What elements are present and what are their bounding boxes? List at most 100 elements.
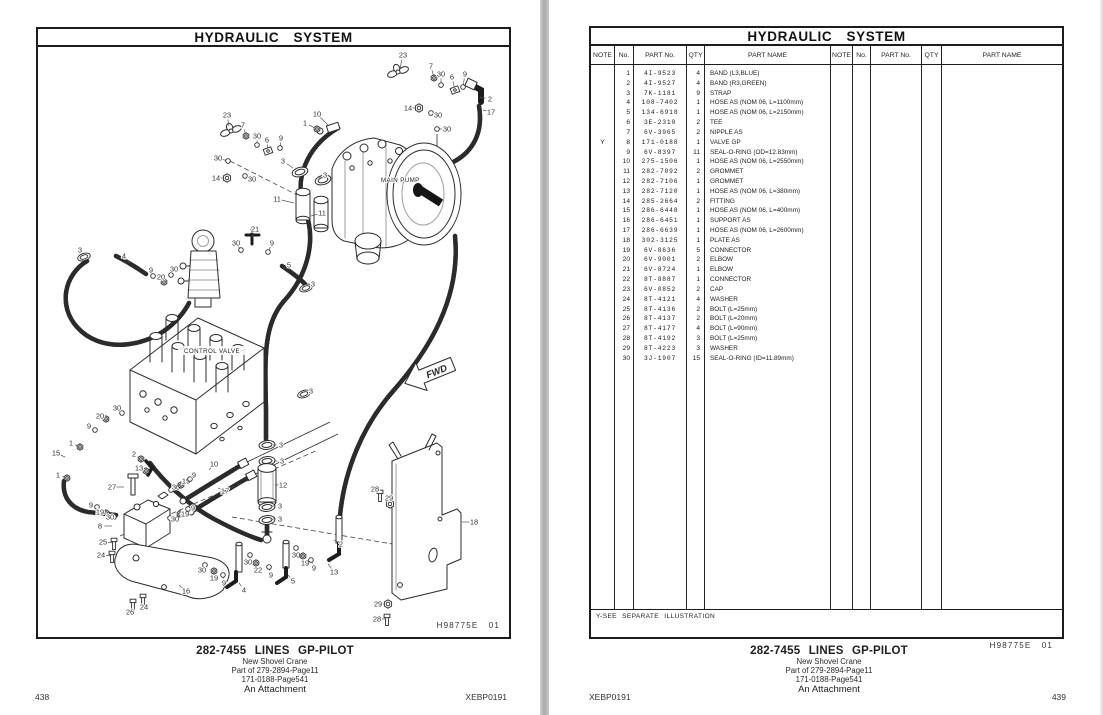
- cell-part: 282-7092: [641, 168, 679, 176]
- part-callout-19: 19: [96, 507, 104, 516]
- cell-note: [591, 79, 614, 89]
- part-callout-21: 21: [251, 224, 259, 233]
- cell-name: BOLT (L=25mm): [710, 334, 758, 342]
- cell-part: 4I-9527: [643, 79, 677, 87]
- cell-name: GROMMET: [710, 168, 744, 176]
- cell-qty: 4: [696, 70, 700, 77]
- cell-note: [591, 206, 614, 216]
- cell-qty: 1: [696, 177, 700, 185]
- part-callout-30: 30: [232, 238, 240, 247]
- part-callout-7: 7: [429, 61, 433, 70]
- part-callout-1: 1: [56, 470, 60, 479]
- cell-qty: 3: [696, 334, 700, 342]
- cell-note: [591, 148, 614, 158]
- part-callout-5: 5: [287, 260, 291, 269]
- control-valve-drawing: CONTROL VALVE: [129, 314, 265, 455]
- part-callout-4: 4: [122, 251, 126, 260]
- cell-part: 8T-8887: [643, 276, 677, 284]
- header-part: PART No.: [634, 46, 687, 64]
- part-callout-28: 28: [371, 484, 379, 493]
- part-callout-19: 19: [182, 476, 190, 485]
- page-spine: [540, 0, 549, 715]
- cell-note: [591, 275, 614, 285]
- diagram-svg: MAIN PUMP: [51, 49, 496, 626]
- part-callout-16: 16: [182, 586, 190, 595]
- cell-name: WASHER: [710, 295, 738, 303]
- part-callout-9: 9: [269, 570, 273, 579]
- cell-note: [591, 118, 614, 128]
- cell-note: [591, 236, 614, 246]
- cell-note: [591, 314, 614, 324]
- col-part-2: [871, 65, 922, 609]
- cell-part: 3E-2310: [643, 119, 677, 127]
- part-callout-9: 9: [149, 265, 153, 274]
- cell-note: [591, 295, 614, 305]
- cell-name: SEAL-O-RING (OD=12.83mm): [710, 148, 798, 156]
- part-callout-10: 10: [313, 109, 321, 118]
- cell-name: BAND (L3,BLUE): [710, 70, 760, 77]
- cell-note: [591, 157, 614, 167]
- hose-lines: [64, 103, 480, 543]
- cell-name: TEE: [710, 119, 723, 127]
- cell-no: 16: [622, 217, 630, 225]
- main-pump-drawing: MAIN PUMP: [331, 137, 462, 265]
- cell-name: NIPPLE AS: [710, 128, 743, 136]
- cell-note: [591, 108, 614, 118]
- cell-part: 302-3125: [641, 236, 679, 244]
- part-callout-5: 5: [291, 576, 295, 585]
- cell-no: 2: [626, 79, 630, 87]
- cell-part: 6V-3965: [643, 128, 677, 136]
- control-valve-label: CONTROL VALVE: [184, 348, 240, 355]
- cell-no: 11: [623, 168, 630, 176]
- doc-code-left: XEBP0191: [465, 692, 507, 702]
- cell-qty: 1: [696, 158, 700, 166]
- part-callout-19: 19: [210, 573, 218, 582]
- cell-part: 108-7402: [641, 99, 679, 107]
- cell-name: HOSE AS (NOM 06, L=2150mm): [710, 109, 804, 117]
- header-no: No.: [615, 46, 634, 64]
- cell-qty: 2: [696, 256, 700, 264]
- part-callout-24: 24: [97, 550, 105, 559]
- header-part-2: PART No.: [871, 46, 922, 64]
- header-qty: QTY: [687, 46, 705, 64]
- header-note-2: NOTE: [831, 46, 853, 64]
- footer-line-1: New Shovel Crane: [796, 657, 862, 666]
- part-callout-30: 30: [106, 512, 114, 521]
- cell-note: [591, 216, 614, 226]
- part-callout-30: 30: [292, 550, 300, 559]
- cell-qty: 3: [696, 344, 700, 352]
- part-callout-19: 19: [181, 509, 189, 518]
- cell-name: CAP: [710, 285, 724, 293]
- cell-note: [591, 89, 614, 99]
- cell-part: 8T-4121: [643, 295, 677, 303]
- cell-part: 6V-8724: [643, 266, 677, 274]
- cell-no: 24: [622, 295, 630, 303]
- part-callout-2: 2: [339, 539, 343, 548]
- part-callout-17: 17: [221, 486, 229, 495]
- cell-part: 134-6918: [641, 109, 679, 117]
- assembly-title: 282-7455 LINES GP-PILOT: [750, 645, 908, 657]
- support-bracket-drawing: [114, 543, 230, 600]
- cell-note: [591, 177, 614, 187]
- cell-note: [591, 285, 614, 295]
- cell-part: 8T-4223: [643, 344, 677, 352]
- part-callout-24: 24: [140, 602, 148, 611]
- cell-no: 21: [622, 266, 630, 274]
- cell-no: 4: [626, 99, 630, 107]
- part-callout-22: 22: [254, 565, 262, 574]
- cell-note: [591, 128, 614, 138]
- cell-name: HOSE AS (NOM 06, L=380mm): [710, 187, 801, 195]
- col-no-2: [853, 65, 871, 609]
- part-callout-25: 25: [99, 537, 107, 546]
- exploded-diagram: MAIN PUMP: [38, 47, 509, 635]
- cell-qty: 4: [696, 295, 700, 303]
- part-callout-14: 14: [212, 173, 220, 182]
- cell-part: 8T-4177: [643, 325, 677, 333]
- cell-qty: 1: [696, 266, 700, 274]
- part-callout-30: 30: [248, 174, 256, 183]
- cell-qty: 1: [696, 187, 700, 195]
- part-callout-30: 30: [171, 514, 179, 523]
